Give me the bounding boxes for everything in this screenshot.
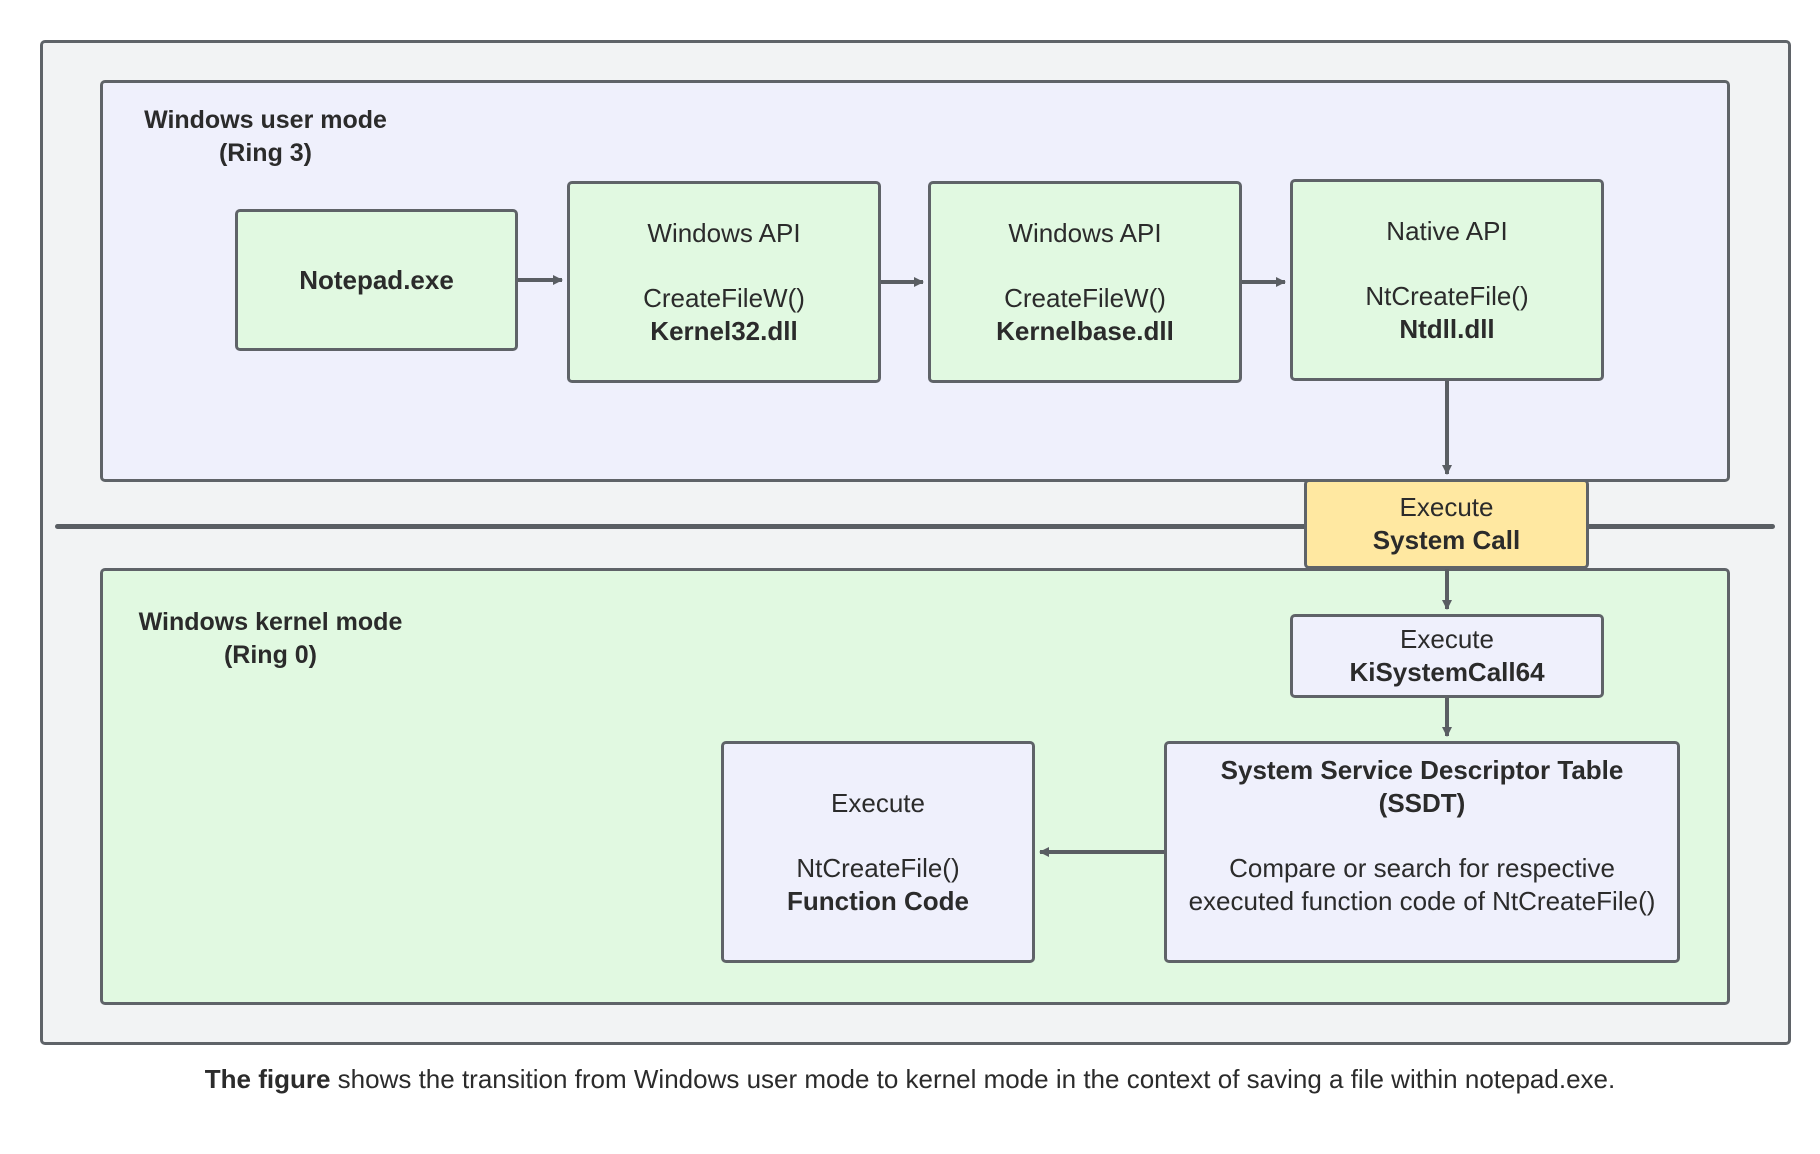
kernel32-title: Windows API [647,217,801,248]
caption-text: shows the transition from Windows user m… [330,1064,1616,1094]
ssdt-description-line2: executed function code of NtCreateFile() [1188,886,1656,916]
kernel32-function: CreateFileW() [643,282,805,313]
notepad-label: Notepad.exe [299,264,454,295]
caption-bold: The figure [204,1064,331,1094]
ntdll-node: Native API NtCreateFile() Ntdll.dll [1290,179,1604,381]
user-mode-title-line1: Windows user mode [144,106,387,134]
kernelbase-dll: Kernelbase.dll [996,315,1174,346]
kernel-mode-title-line1: Windows kernel mode [138,608,403,636]
user-mode-title: Windows user mode (Ring 3) [118,104,413,170]
user-mode-title-line2: (Ring 3) [218,139,313,167]
figure-caption: The figure shows the transition from Win… [0,1062,1820,1096]
kernel-mode-title-line2: (Ring 0) [223,641,318,669]
function-code-title: Execute [831,787,925,818]
kisystemcall64-title: Execute [1400,624,1494,654]
ring-boundary-divider [55,524,1775,529]
function-code-node: Execute NtCreateFile() Function Code [721,741,1035,963]
ssdt-node: System Service Descriptor Table (SSDT) C… [1164,741,1680,963]
ssdt-title: System Service Descriptor Table [1220,755,1624,785]
kernelbase-function: CreateFileW() [1004,282,1166,313]
system-call-label: System Call [1372,525,1521,555]
kernelbase-title: Windows API [1008,217,1162,248]
kisystemcall64-label: KiSystemCall64 [1349,657,1545,687]
kernel-mode-title: Windows kernel mode (Ring 0) [118,606,423,672]
ntdll-title: Native API [1386,215,1508,246]
kisystemcall64-node: Execute KiSystemCall64 [1290,614,1604,698]
ssdt-abbreviation: (SSDT) [1378,788,1466,818]
kernelbase-node: Windows API CreateFileW() Kernelbase.dll [928,181,1242,383]
notepad-node: Notepad.exe [235,209,518,351]
ntdll-function: NtCreateFile() [1365,280,1529,311]
kernel32-node: Windows API CreateFileW() Kernel32.dll [567,181,881,383]
function-code-function: NtCreateFile() [796,852,960,883]
ssdt-description-line1: Compare or search for respective [1229,853,1615,883]
function-code-label: Function Code [787,885,969,916]
system-call-title: Execute [1399,492,1494,522]
kernel32-dll: Kernel32.dll [650,315,798,346]
ntdll-dll: Ntdll.dll [1399,313,1495,344]
system-call-node: Execute System Call [1304,479,1589,569]
